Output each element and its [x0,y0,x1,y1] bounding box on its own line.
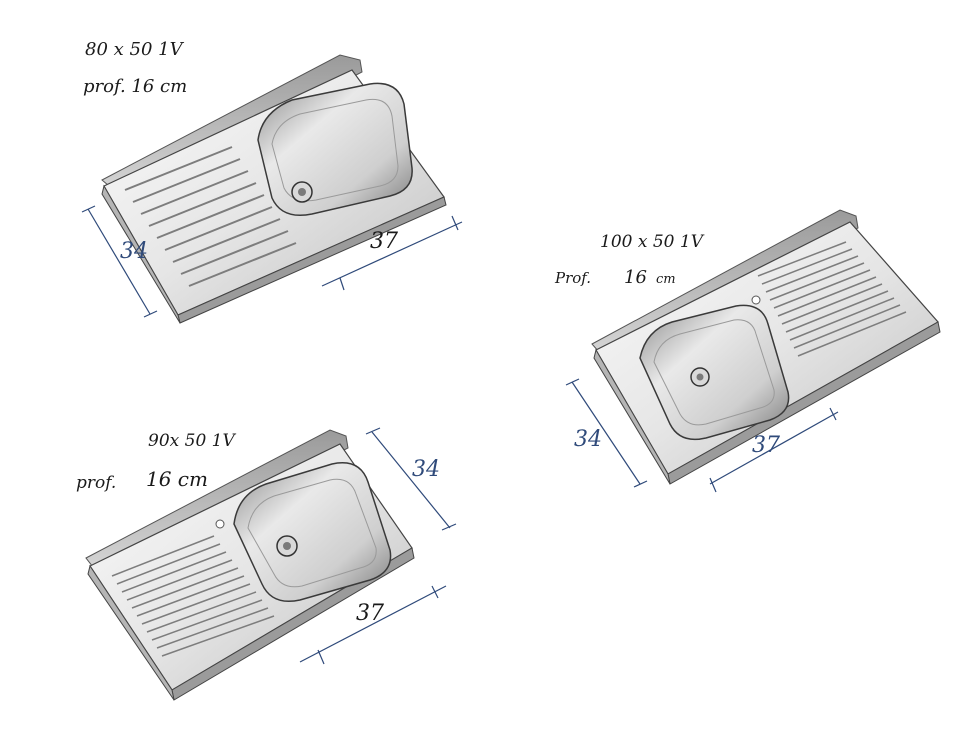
sink-100-depth-value: 16 [624,267,647,288]
sink-90-drawing [85,429,415,701]
sink-90-depth-dimension: 34 [412,457,440,482]
sink-80-depth-label: prof. 16 cm [83,76,187,97]
sink-100-model-label: 100 x 50 1V [600,232,705,252]
sink-100-width-dimension: 37 [752,433,780,458]
sink-90-model-label: 90x 50 1V [148,431,236,451]
sink-100-depth-prefix: Prof. [554,269,591,287]
sink-90-group: 34 37 90x 50 1V prof. 16 cm [76,427,457,701]
sink-100-drawing [591,209,941,485]
sink-80-depth-dimension: 34 [120,239,148,264]
sink-80-group: 34 37 80 x 50 1V prof. 16 cm [81,39,463,324]
sink-100-depth-dimension: 34 [574,427,602,452]
sink-100-depth-unit: cm [656,272,676,287]
sink-90-depth-prefix: prof. [76,473,116,493]
sink-80-model-label: 80 x 50 1V [85,39,185,60]
sink-90-width-dimension: 37 [356,601,384,626]
sink-100-drainer-ribs [757,241,907,357]
sink-80-drainer-ribs [124,146,297,287]
sink-80-dimension-lines [81,205,463,318]
sink-100-group: 34 37 100 x 50 1V Prof. 16 cm [554,209,941,493]
sink-90-depth-value: 16 cm [146,467,208,491]
sink-90-dimension-lines [299,427,457,665]
sink-90-drainer-ribs [111,535,275,657]
sink-80-drawing [101,54,447,324]
sink-100-dimension-lines [565,378,839,493]
sink-80-width-dimension: 37 [370,229,398,254]
